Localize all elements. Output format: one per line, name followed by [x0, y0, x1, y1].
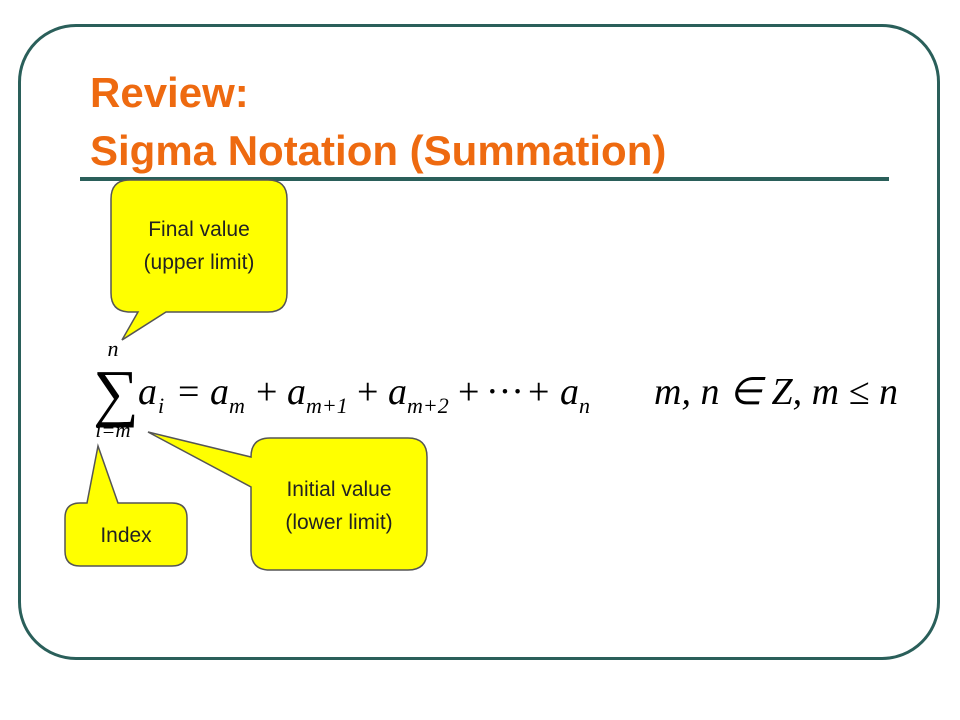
plus-sign-3: +	[458, 371, 479, 413]
title-line-1: Review:	[90, 69, 249, 116]
callout-initial-value-shape	[147, 431, 428, 571]
lower-limit: i=m	[95, 418, 130, 442]
callout-initial-value-line2: (lower limit)	[285, 511, 392, 534]
term-a-i: a	[138, 371, 157, 413]
title-underline	[80, 177, 889, 181]
condition: m, n ∈ Z, m ≤ n	[654, 371, 898, 413]
ellipsis: ···	[486, 371, 524, 413]
callout-final-value-shape	[110, 179, 288, 341]
term-a-m: a	[210, 371, 229, 413]
term-a-m1: a	[287, 371, 306, 413]
term-a-m2: a	[388, 371, 407, 413]
callout-index-line1: Index	[100, 524, 152, 547]
term-a-m-sub: m	[229, 393, 245, 418]
equals-sign: =	[178, 371, 199, 413]
callout-initial-value: Initial value (lower limit)	[147, 431, 428, 571]
sigma-symbol: ∑	[93, 357, 139, 428]
term-a-i-sub: i	[158, 393, 164, 418]
plus-sign-2: +	[357, 371, 378, 413]
callout-index: Index	[64, 443, 188, 567]
callout-final-value: Final value (upper limit)	[110, 179, 288, 341]
plus-sign-4: +	[528, 371, 549, 413]
term-a-m2-sub: m+2	[407, 393, 449, 418]
plus-sign-1: +	[256, 371, 277, 413]
callout-index-shape	[64, 443, 188, 567]
slide-title: Review: Sigma Notation (Summation)	[90, 64, 666, 180]
upper-limit: n	[108, 336, 119, 361]
term-a-m1-sub: m+1	[306, 393, 348, 418]
title-line-2: Sigma Notation (Summation)	[90, 127, 667, 174]
callout-final-value-line1: Final value	[148, 218, 250, 241]
term-a-n-sub: n	[579, 393, 590, 418]
callout-initial-value-line1: Initial value	[286, 478, 391, 501]
callout-final-value-line2: (upper limit)	[144, 251, 255, 274]
term-a-n: a	[560, 371, 579, 413]
